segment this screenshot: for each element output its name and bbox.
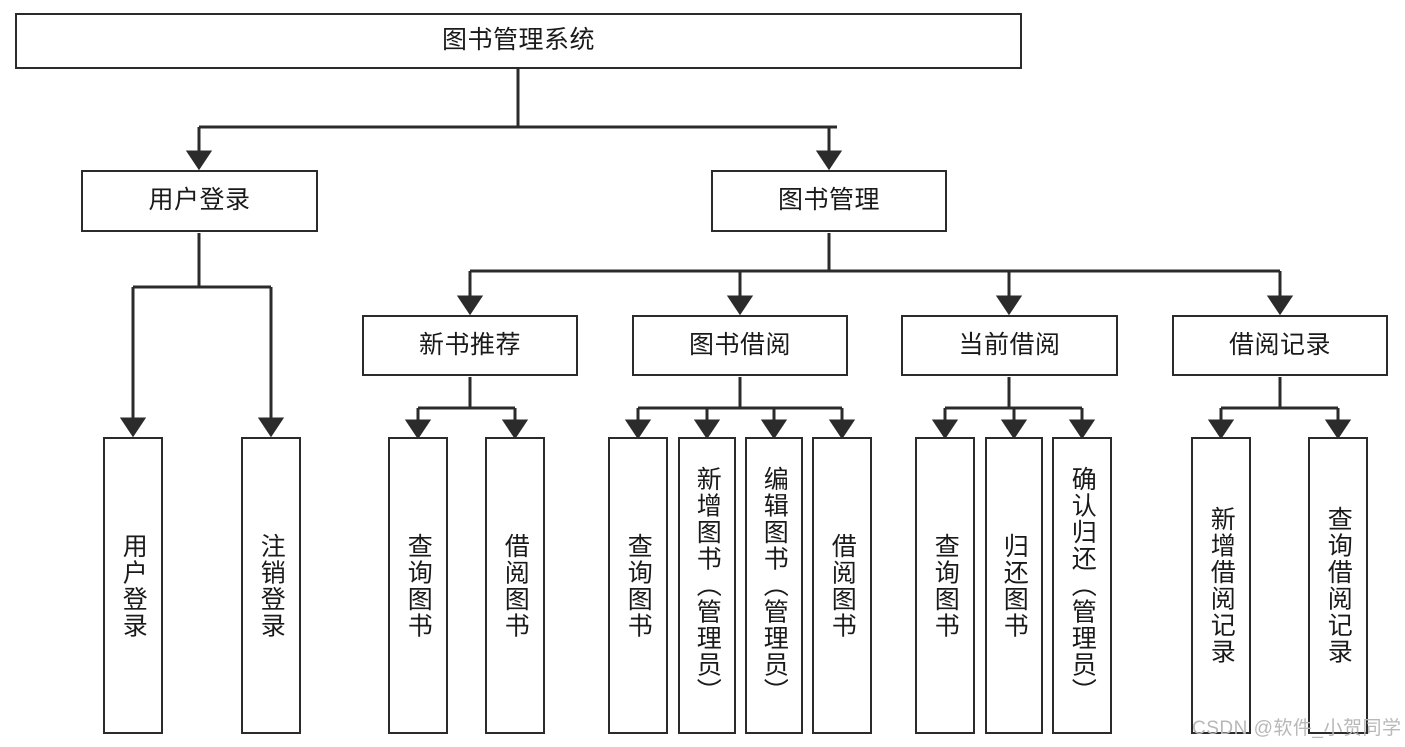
leaf-user-login[interactable]: 用户登录 xyxy=(103,437,163,734)
leaf-query-borrow-record[interactable]: 查询借阅记录 xyxy=(1308,437,1368,734)
node-label: 新书推荐 xyxy=(418,330,521,359)
leaf-logout-login[interactable]: 注销登录 xyxy=(241,437,301,734)
node-label: 归还图书 xyxy=(1000,532,1029,639)
node-label: 新增借阅记录 xyxy=(1207,506,1236,665)
node-label: 用户登录 xyxy=(148,186,251,215)
leaf-query-book-recommend[interactable]: 查询图书 xyxy=(388,437,448,734)
node-label: 借阅记录 xyxy=(1228,330,1331,359)
leaf-query-book-borrow[interactable]: 查询图书 xyxy=(608,437,668,734)
leaf-add-borrow-record[interactable]: 新增借阅记录 xyxy=(1191,437,1251,734)
node-book-manage[interactable]: 图书管理 xyxy=(711,170,947,232)
leaf-query-book-current[interactable]: 查询图书 xyxy=(915,437,975,734)
leaf-borrow-book-recommend[interactable]: 借阅图书 xyxy=(485,437,545,734)
leaf-edit-book-admin[interactable]: 编辑图书（管理员） xyxy=(745,437,803,734)
leaf-return-book[interactable]: 归还图书 xyxy=(985,437,1043,734)
node-label: 编辑图书（管理员） xyxy=(760,466,789,705)
node-label: 借阅图书 xyxy=(501,532,530,639)
node-book-borrow[interactable]: 图书借阅 xyxy=(632,315,848,376)
node-label: 确认归还（管理员） xyxy=(1068,466,1097,705)
node-new-book-recommend[interactable]: 新书推荐 xyxy=(362,315,578,376)
node-label: 新增图书（管理员） xyxy=(693,466,722,705)
leaf-confirm-return-admin[interactable]: 确认归还（管理员） xyxy=(1052,437,1112,734)
node-label: 查询借阅记录 xyxy=(1324,506,1353,665)
node-label: 查询图书 xyxy=(624,532,653,639)
node-label: 注销登录 xyxy=(257,532,286,639)
node-user-login[interactable]: 用户登录 xyxy=(81,170,318,232)
leaf-borrow-book-borrow[interactable]: 借阅图书 xyxy=(812,437,872,734)
node-label: 查询图书 xyxy=(404,532,433,639)
node-label: 用户登录 xyxy=(119,532,148,639)
node-label: 图书借阅 xyxy=(688,330,791,359)
node-label: 图书管理系统 xyxy=(441,26,595,55)
node-label: 当前借阅 xyxy=(958,330,1061,359)
node-label: 图书管理 xyxy=(777,186,880,215)
node-current-borrow[interactable]: 当前借阅 xyxy=(901,315,1118,376)
node-borrow-record[interactable]: 借阅记录 xyxy=(1172,315,1388,376)
node-root-book-management-system[interactable]: 图书管理系统 xyxy=(15,13,1022,69)
node-label: 借阅图书 xyxy=(828,532,857,639)
leaf-add-book-admin[interactable]: 新增图书（管理员） xyxy=(678,437,736,734)
node-label: 查询图书 xyxy=(931,532,960,639)
